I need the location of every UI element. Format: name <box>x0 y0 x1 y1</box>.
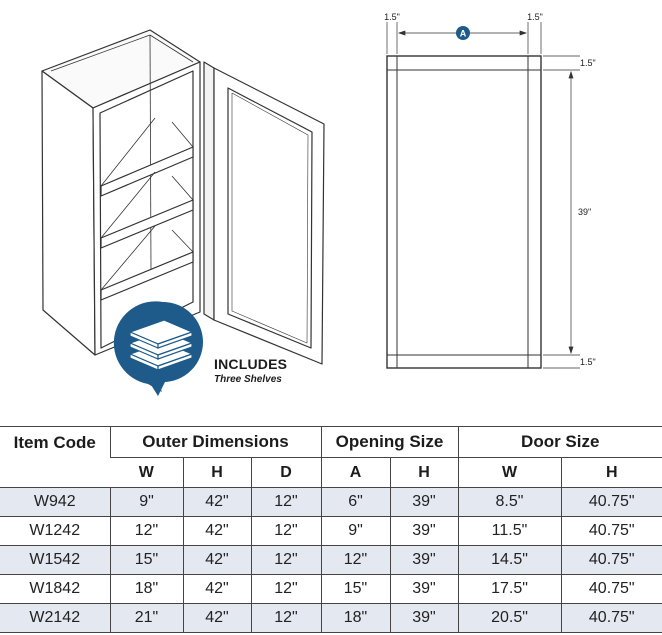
cell-door-h: 40.75" <box>560 603 662 633</box>
dim-top-rail: 1.5" <box>580 58 596 68</box>
table-row: W2142 21" 42" 12" 18" 39" 20.5" 40.75" <box>0 603 662 633</box>
cell-outer-h: 42" <box>182 487 251 517</box>
subheader-outer-d: D <box>250 457 321 488</box>
cell-outer-w: 15" <box>109 545 183 575</box>
cell-item-code: W942 <box>0 487 110 517</box>
header-outer-dimensions: Outer Dimensions <box>109 426 321 458</box>
cell-opening-a: 9" <box>320 516 390 546</box>
cabinet-perspective-drawing <box>41 29 325 365</box>
cell-door-w: 11.5" <box>457 516 561 546</box>
table-group-header: Item Code Outer Dimensions Opening Size … <box>0 426 662 488</box>
cell-item-code: W1242 <box>0 516 110 546</box>
cell-opening-a: 18" <box>320 603 390 633</box>
cell-opening-h: 39" <box>389 516 458 546</box>
dim-opening-height: 39" <box>578 207 591 217</box>
subheader-opening-h: H <box>389 457 458 488</box>
table-row: W1842 18" 42" 12" 15" 39" 17.5" 40.75" <box>0 574 662 604</box>
spec-table: Item Code Outer Dimensions Opening Size … <box>0 426 662 633</box>
table-sub-header: W H D A H W H <box>0 457 662 488</box>
table-row: W942 9" 42" 12" 6" 39" 8.5" 40.75" <box>0 487 662 517</box>
header-opening-size: Opening Size <box>320 426 458 458</box>
cell-outer-w: 12" <box>109 516 183 546</box>
header-door-size: Door Size <box>457 426 662 458</box>
cell-opening-h: 39" <box>389 487 458 517</box>
header-item-code: Item Code <box>0 426 110 488</box>
cell-outer-d: 12" <box>250 487 321 517</box>
cell-item-code: W2142 <box>0 603 110 633</box>
badge-subtitle: Three Shelves <box>214 374 282 385</box>
cell-door-h: 40.75" <box>560 545 662 575</box>
cell-opening-a: 6" <box>320 487 390 517</box>
callout-a: A <box>456 26 470 40</box>
subheader-outer-w: W <box>110 457 183 488</box>
cell-door-w: 17.5" <box>457 574 561 604</box>
subheader-opening-a: A <box>320 457 390 488</box>
subheader-door-h: H <box>560 457 662 488</box>
subheader-outer-h: H <box>182 457 251 488</box>
shelves-badge-icon <box>113 301 203 396</box>
cell-door-h: 40.75" <box>560 516 662 546</box>
cell-door-h: 40.75" <box>560 487 662 517</box>
cell-outer-w: 9" <box>109 487 183 517</box>
cell-outer-h: 42" <box>182 516 251 546</box>
cabinet-illustration: A 1.5" 1.5" 1.5" 39" 1.5" <box>41 12 596 396</box>
cell-door-h: 40.75" <box>560 574 662 604</box>
cell-outer-w: 21" <box>109 603 183 633</box>
cell-outer-w: 18" <box>109 574 183 604</box>
cell-opening-a: 12" <box>320 545 390 575</box>
cell-opening-h: 39" <box>389 603 458 633</box>
cell-item-code: W1842 <box>0 574 110 604</box>
table-row: W1242 12" 42" 12" 9" 39" 11.5" 40.75" <box>0 516 662 546</box>
cell-opening-h: 39" <box>389 545 458 575</box>
cell-outer-d: 12" <box>250 545 321 575</box>
cell-outer-d: 12" <box>250 516 321 546</box>
dim-left-stile: 1.5" <box>384 12 400 22</box>
cell-opening-a: 15" <box>320 574 390 604</box>
cell-outer-d: 12" <box>250 574 321 604</box>
door-elevation-drawing <box>386 22 580 369</box>
cell-door-w: 14.5" <box>457 545 561 575</box>
cell-item-code: W1542 <box>0 545 110 575</box>
cell-door-w: 20.5" <box>457 603 561 633</box>
cell-opening-h: 39" <box>389 574 458 604</box>
cell-outer-h: 42" <box>182 574 251 604</box>
cell-outer-h: 42" <box>182 603 251 633</box>
badge-title: INCLUDES <box>214 356 288 372</box>
dim-right-stile: 1.5" <box>527 12 543 22</box>
table-row: W1542 15" 42" 12" 12" 39" 14.5" 40.75" <box>0 545 662 575</box>
cell-outer-h: 42" <box>182 545 251 575</box>
cell-door-w: 8.5" <box>457 487 561 517</box>
callout-a-letter: A <box>460 29 467 39</box>
subheader-door-w: W <box>457 457 561 488</box>
cell-outer-d: 12" <box>250 603 321 633</box>
dim-bottom-rail: 1.5" <box>580 357 596 367</box>
